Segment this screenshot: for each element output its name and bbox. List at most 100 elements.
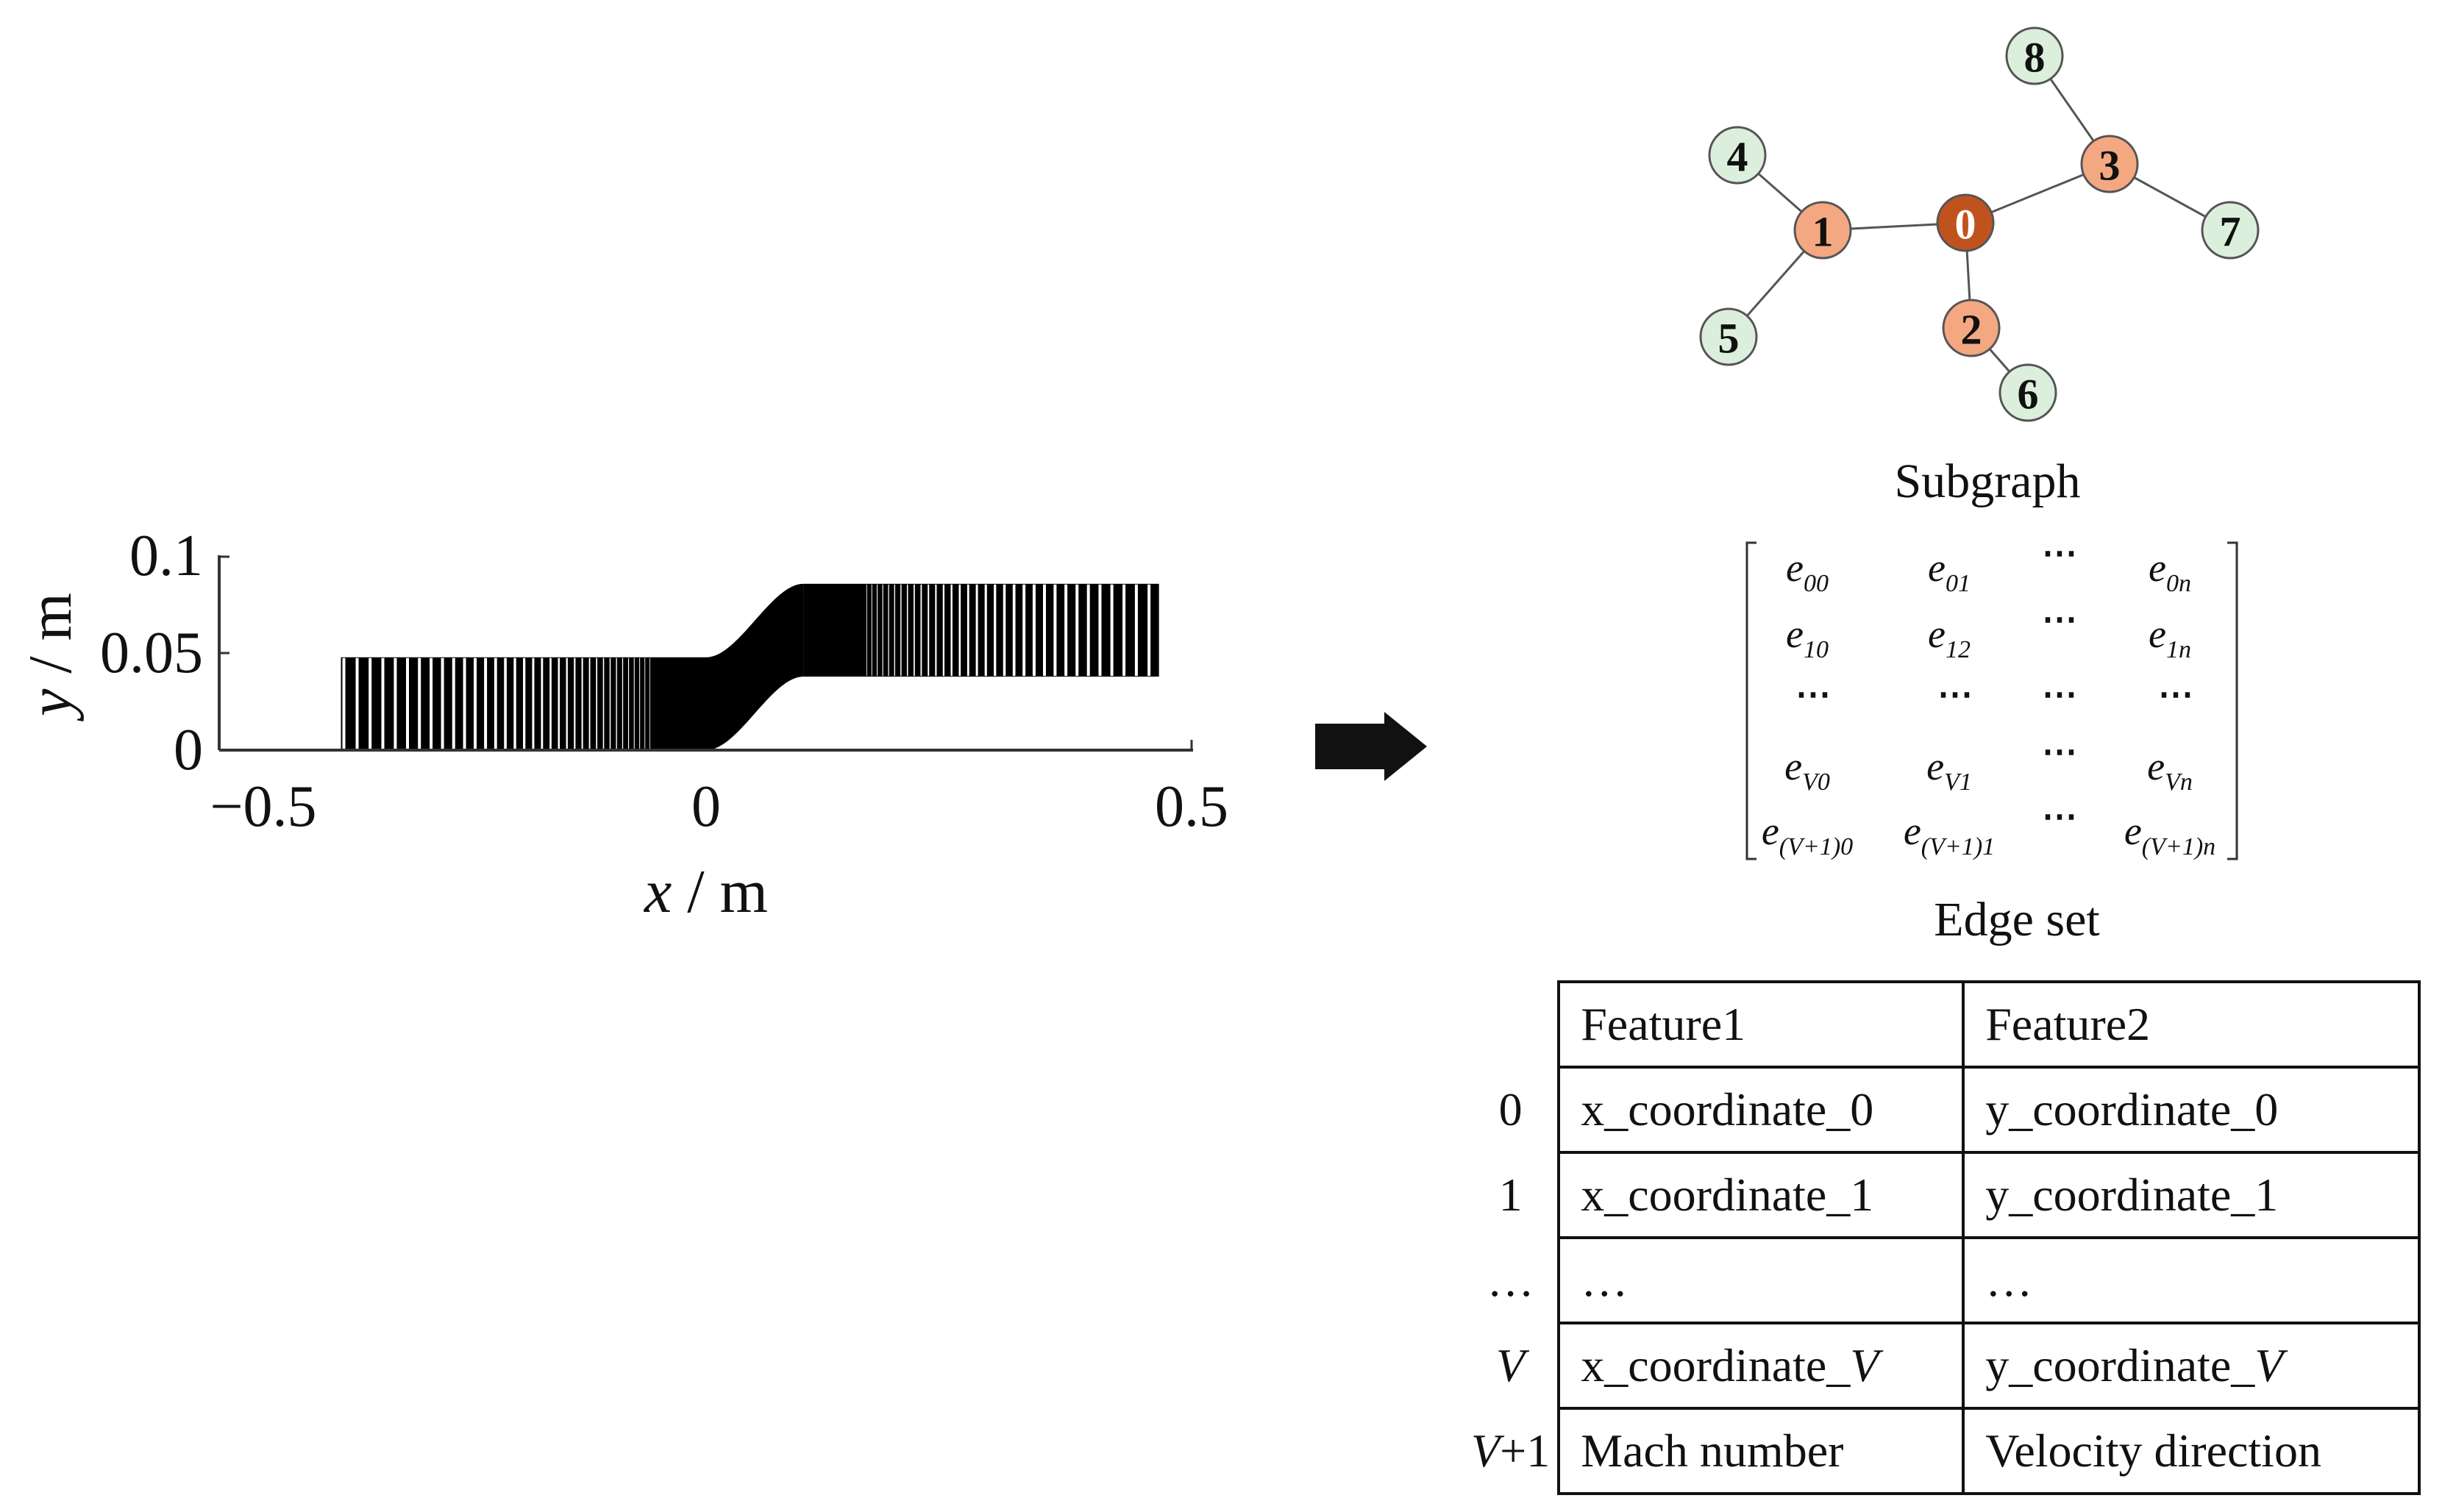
mesh-inlet-gap (633, 657, 635, 749)
mesh-inlet-gap (581, 657, 583, 749)
edge-set-caption: Edge set (1934, 893, 2099, 946)
table-cell-feature1: Mach number (1557, 1407, 1965, 1495)
cell-var: V (1850, 1339, 1879, 1391)
mesh-inlet-gap (596, 657, 598, 749)
mesh-inlet-gap (558, 657, 560, 749)
mesh-inlet-gap (484, 657, 488, 749)
mesh-inlet-gap (494, 657, 497, 749)
matrix-entry: e10 (1786, 612, 1829, 663)
table-row: 1 x_coordinate_1 y_coordinate_1 (1464, 1151, 2421, 1239)
table-header-feature2: Feature2 (1962, 980, 2421, 1069)
matrix-left-bracket (1745, 541, 1756, 860)
x-tick-label-2: 0.5 (1155, 774, 1228, 839)
mesh-outlet-gap (1122, 584, 1126, 677)
y-tick-label-2: 0.1 (129, 524, 203, 588)
table-row: … … … (1464, 1236, 2421, 1324)
mesh-inlet-gap (588, 657, 591, 749)
table-row: 0 x_coordinate_0 y_coordinate_0 (1464, 1066, 2421, 1154)
mesh-outlet-gap (877, 584, 878, 677)
matrix-entry: e00 (1786, 546, 1829, 597)
matrix-entry: e0n (2149, 546, 2191, 597)
graph-node-label: 4 (1727, 133, 1748, 181)
mesh-inlet-gap (649, 657, 650, 749)
mesh-outlet-band (803, 583, 1159, 677)
mesh-inlet-gap (474, 657, 477, 749)
graph-node-3 (2080, 135, 2139, 193)
matrix-entry: eV1 (1926, 744, 1972, 796)
mesh-inlet-gap (463, 657, 466, 749)
y-tick-label-1: 0.05 (100, 621, 203, 685)
y-tick-label-0: 0 (174, 718, 203, 782)
table-cell-feature2: y_coordinate_1 (1962, 1151, 2421, 1239)
table-cell-feature1: x_coordinate_1 (1557, 1151, 1965, 1239)
matrix-ellipsis: ⋯ (2158, 675, 2193, 714)
mesh-outlet-gap (1134, 584, 1138, 677)
mesh-outlet-gap (866, 584, 867, 677)
mesh-outlet-gap (1003, 584, 1006, 677)
mesh-inlet-gap (504, 657, 507, 749)
matrix-ellipsis: ⋯ (2042, 675, 2077, 714)
mesh-inlet-gap (644, 657, 646, 749)
x-tick-label-1: 0 (691, 774, 721, 839)
matrix-entry: e1n (2149, 612, 2191, 663)
table-header-row: Feature1 Feature2 (1464, 980, 2421, 1069)
mesh-outlet-gap (920, 584, 922, 677)
graph-node-label: 3 (2099, 142, 2121, 190)
mesh-plot: −0.5 0 0.5 0 0.05 0.1 x / m y / m (16, 524, 1228, 926)
mesh-inlet-gap (602, 657, 605, 749)
mesh-outlet-gap (1160, 584, 1164, 677)
mesh-inlet-gap (355, 657, 359, 749)
graph-node-0 (1936, 193, 1995, 252)
mesh-inlet-gap (639, 657, 641, 749)
mesh-outlet-gap (967, 584, 969, 677)
graph-node-label: 0 (1955, 201, 1976, 249)
mesh-outlet-gap (1098, 584, 1102, 677)
x-tick-label-0: −0.5 (210, 774, 316, 839)
mesh-outlet-gap (900, 584, 902, 677)
matrix-ellipsis: ⋯ (1937, 675, 1973, 714)
mesh-outlet-gap (1075, 584, 1079, 677)
mesh-inlet-gap (418, 657, 421, 749)
mesh-outlet-gap (1147, 584, 1151, 677)
row-label-rest: +1 (1500, 1424, 1551, 1477)
matrix-right-bracket (2227, 541, 2238, 860)
table-cell-feature1: … (1557, 1236, 1965, 1324)
mesh-outlet-gap (942, 584, 944, 677)
mesh-inlet-gap (532, 657, 535, 749)
mesh-outlet-gap (958, 584, 961, 677)
graph-node-1 (1793, 201, 1852, 260)
mesh-outlet-gap (984, 584, 987, 677)
table-row-label: … (1487, 1254, 1534, 1306)
mesh-outlet-gap (906, 584, 908, 677)
matrix-ellipsis: ⋯ (2042, 797, 2077, 836)
table-cell-feature1: x_coordinate_0 (1557, 1066, 1965, 1154)
mesh-inlet-gap (394, 657, 397, 749)
graph-node-label: 8 (2024, 34, 2046, 82)
graph-node-8 (2005, 26, 2064, 85)
mesh-outlet-gap (935, 584, 937, 677)
mesh-outlet-gap (928, 584, 930, 677)
matrix-entry: e(V+1)n (2124, 809, 2215, 860)
mesh-outlet-gap (888, 584, 889, 677)
table-cell-feature2: … (1962, 1236, 2421, 1324)
mesh-lines (341, 583, 1164, 750)
mesh-inlet-gap (441, 657, 444, 749)
graph-node-label: 7 (2220, 208, 2241, 256)
mesh-outlet-gap (1110, 584, 1114, 677)
mesh-inlet-gap (342, 657, 346, 749)
y-axis-unit: / m (16, 593, 85, 689)
matrix-entry: e(V+1)0 (1762, 809, 1853, 860)
y-axis-var: y (16, 688, 85, 722)
mesh-inlet-gap (523, 657, 526, 749)
matrix-entry: eV0 (1784, 744, 1830, 796)
mesh-inlet-gap (627, 657, 630, 749)
table-row-label: V (1496, 1339, 1526, 1391)
mesh-inlet-gap (381, 657, 385, 749)
cell-prefix: x_coordinate_ (1581, 1339, 1851, 1391)
